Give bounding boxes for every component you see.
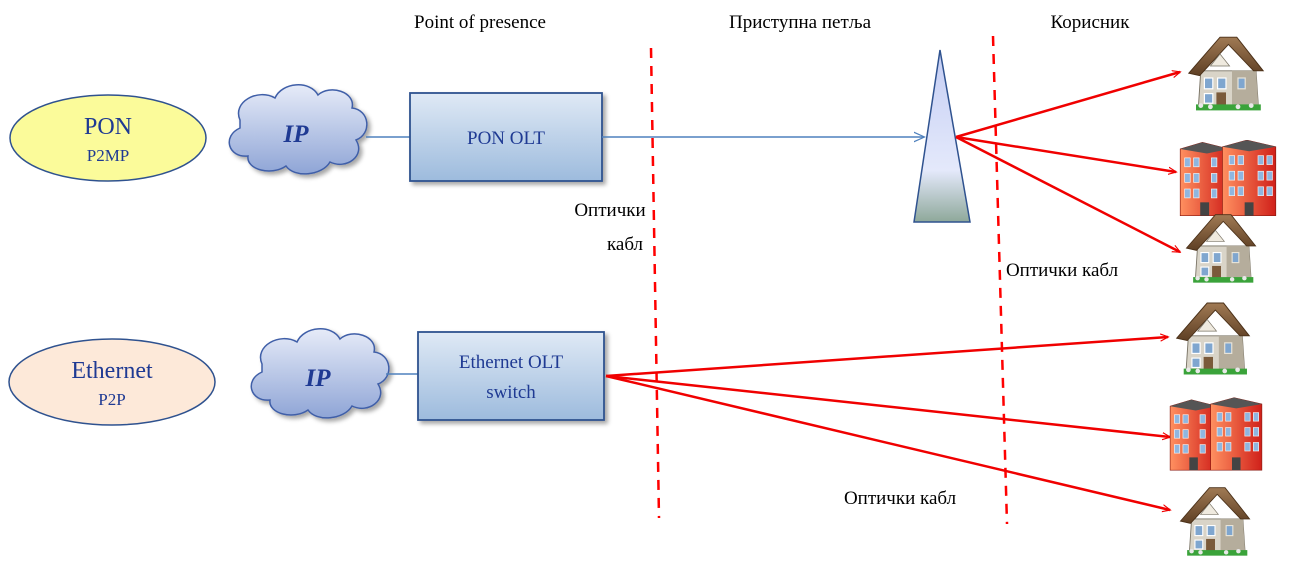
ethernet-fiber-link-3 [605,374,1170,510]
ethernet-tech-sub: P2P [98,390,125,409]
pon-ip-cloud: IP [228,84,368,175]
pon-tech-name: PON [84,114,132,140]
ethernet-switch-label-line1: Ethernet OLT [459,352,564,373]
pon-feeder-cable-label-2: кабл [607,234,644,255]
pon-drop-link-1 [955,72,1180,139]
pon-olt-box: PON OLT [409,92,603,182]
ethernet-ip-label: IP [305,365,332,392]
pon-ip-label: IP [283,121,310,148]
boundary-access-user-line [991,35,1009,525]
ethernet-ip-cloud: IP [250,328,390,419]
header-access-loop: Приступна петља [729,12,872,33]
ethernet-technology-oval: Ethernet P2P [8,338,216,426]
pon-olt-label: PON OLT [467,128,545,149]
ethernet-tech-name: Ethernet [71,358,153,384]
pon-drop-cable-label: Оптички кабл [1006,260,1119,281]
pon-house-2-icon [1185,214,1257,284]
ethernet-office-building-icon [1169,397,1263,471]
pon-feeder-cable-label-1: Оптички [574,200,645,221]
pon-house-1-icon [1188,36,1264,111]
header-user: Корисник [1051,12,1131,33]
ethernet-house-1-icon [1176,302,1250,376]
pon-drop-link-2 [955,135,1176,172]
ethernet-switch-label-line2: switch [486,382,536,403]
pon-office-building-icon [1179,140,1277,217]
ethernet-cable-label: Оптички кабл [844,488,957,509]
ethernet-house-2-icon [1179,487,1251,557]
pon-tech-sub: P2MP [87,146,130,165]
header-point-of-presence: Point of presence [414,12,546,33]
pon-splitter-triangle [913,49,971,223]
ethernet-olt-switch-box: Ethernet OLT switch [417,331,605,421]
pon-technology-oval: PON P2MP [9,94,207,182]
ethernet-fiber-link-2 [605,374,1170,437]
pon-drop-link-3 [955,135,1180,254]
boundary-pop-access-line [649,47,661,519]
ethernet-fiber-link-1 [605,337,1168,378]
